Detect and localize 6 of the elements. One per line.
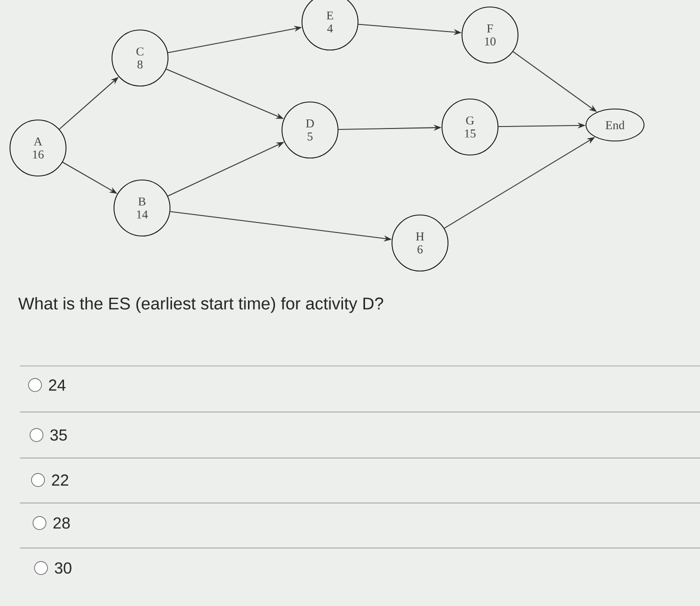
question-text: What is the ES (earliest start time) for activity D? [18, 297, 384, 313]
option-text: 30 [54, 562, 72, 574]
option-text: 28 [54, 517, 70, 529]
option-text: 24 [49, 379, 66, 391]
option-text: 22 [52, 474, 68, 486]
option-text: 35 [50, 429, 67, 441]
